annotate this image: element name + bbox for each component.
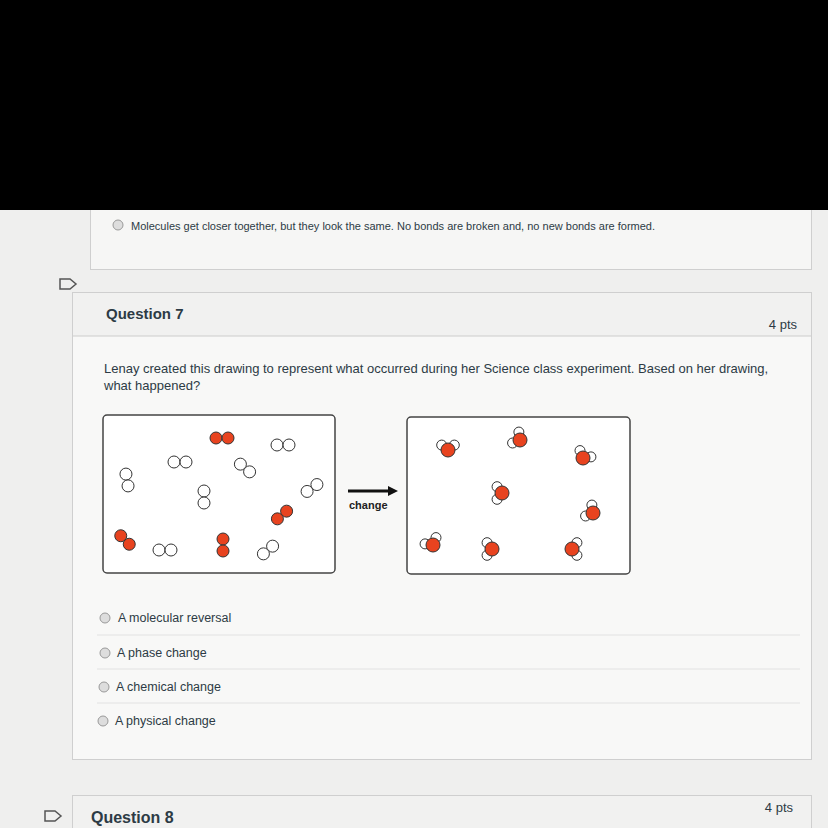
atom	[123, 538, 135, 550]
atom	[165, 544, 177, 556]
arrow-head	[388, 486, 398, 496]
flag-icon	[60, 279, 76, 289]
prev-box-fill	[90, 210, 812, 270]
answer-option: A physical change	[115, 713, 216, 729]
option-rule	[97, 669, 800, 670]
atom	[122, 480, 134, 492]
atom	[576, 451, 590, 465]
atom	[586, 506, 600, 520]
flag-icon	[45, 811, 61, 821]
before-box	[103, 415, 335, 573]
atom	[222, 432, 234, 444]
molecules	[115, 427, 600, 560]
atom	[495, 486, 509, 500]
question-title: Question 7	[106, 304, 184, 324]
atom	[180, 456, 192, 468]
points-label: 4 pts	[769, 317, 797, 334]
atom	[513, 433, 527, 447]
atom	[485, 542, 499, 556]
answer-option: A chemical change	[116, 679, 221, 695]
option-rule	[97, 635, 800, 636]
atom	[244, 466, 256, 478]
card-header	[72, 292, 812, 336]
atom	[281, 505, 293, 517]
dark-band	[0, 0, 828, 210]
atom	[271, 439, 283, 451]
card-header	[72, 795, 812, 828]
points-label: 4 pts	[765, 800, 793, 817]
question-text: Lenay created this drawing to represent …	[104, 361, 794, 395]
atom	[198, 485, 210, 497]
after-box	[407, 417, 630, 574]
atom	[217, 545, 229, 557]
radio-button	[100, 648, 110, 658]
change-arrow	[348, 490, 390, 493]
atom	[198, 497, 210, 509]
question-card: Question 8 4 pts	[72, 795, 812, 828]
answer-box: Molecules get closer together, but they …	[90, 210, 812, 270]
radio-button	[100, 613, 110, 623]
atom	[210, 432, 222, 444]
radio-button	[113, 220, 123, 230]
arrow-label: change	[349, 498, 388, 512]
header-rule	[72, 336, 812, 337]
atom	[217, 533, 229, 545]
atom	[168, 456, 180, 468]
answer-option: A phase change	[117, 645, 207, 661]
card-fill	[72, 292, 812, 760]
atom	[426, 538, 440, 552]
atom	[153, 544, 165, 556]
atom	[565, 542, 579, 556]
question-text: Molecules get closer together, but they …	[131, 219, 655, 233]
question-title: Question 8	[91, 808, 174, 828]
answer-option: A molecular reversal	[118, 610, 231, 626]
atom	[441, 443, 455, 457]
radio-button	[99, 682, 109, 692]
atom	[311, 479, 323, 491]
option-rule	[97, 703, 800, 704]
atom	[283, 439, 295, 451]
radio-button	[98, 716, 108, 726]
atom	[120, 468, 132, 480]
atom	[267, 540, 279, 552]
